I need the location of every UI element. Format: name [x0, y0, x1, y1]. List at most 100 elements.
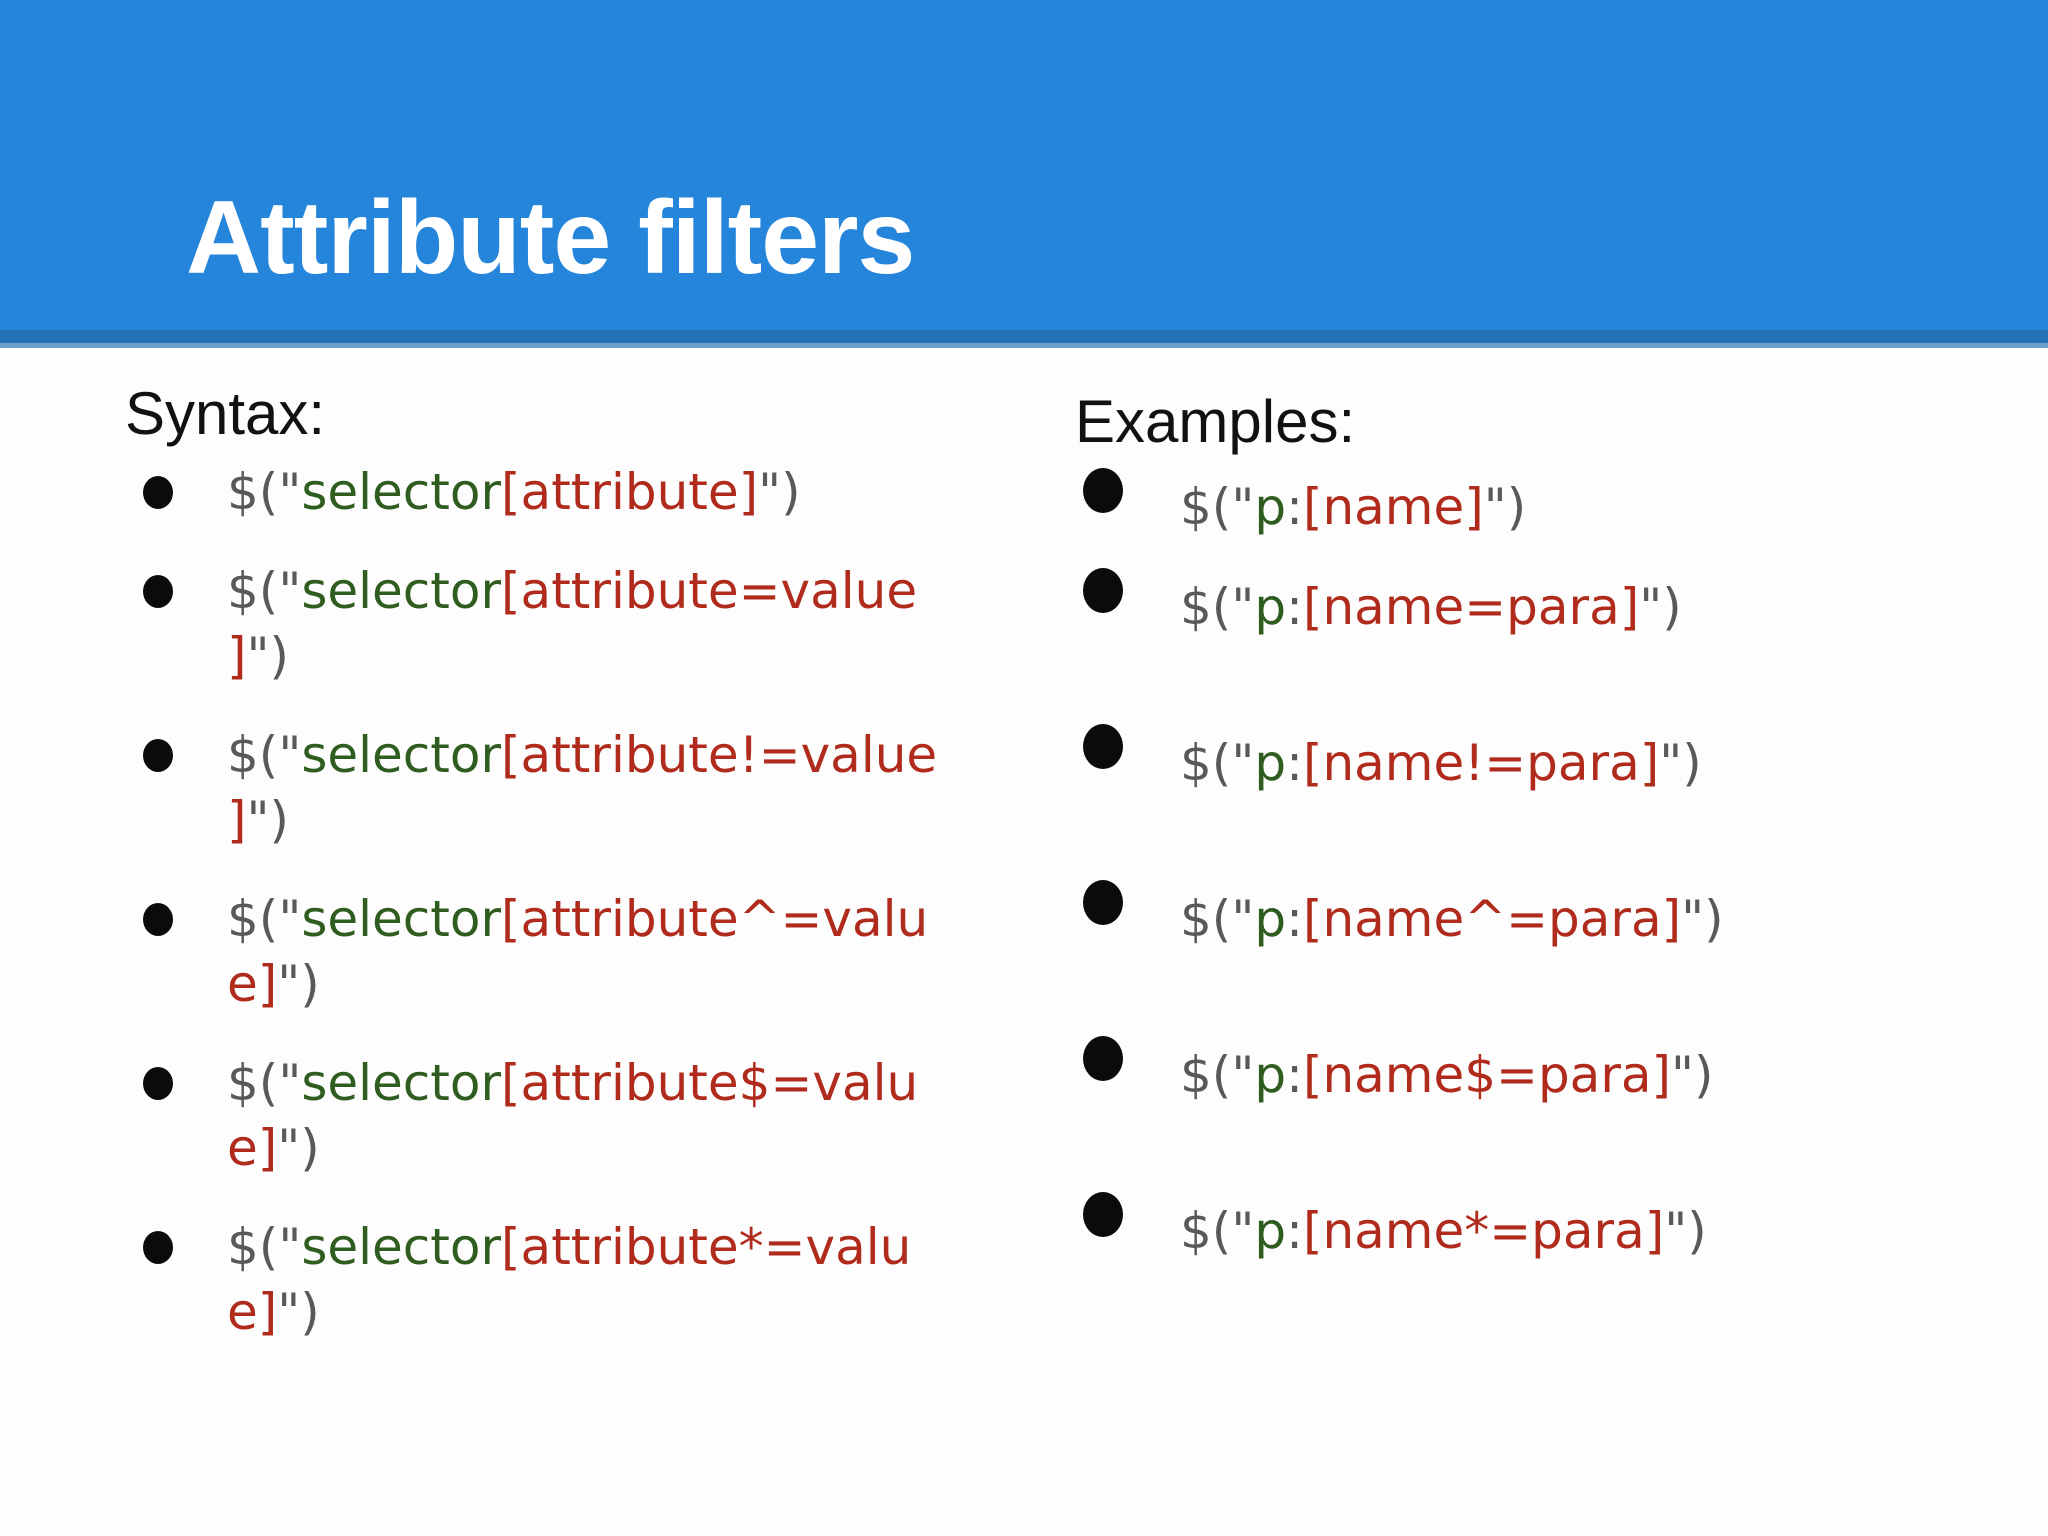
- code-segment: "): [246, 791, 290, 849]
- code-line: ]"): [227, 624, 985, 689]
- code-line: $("selector[attribute^=valu: [227, 887, 985, 952]
- code-segment: p: [1254, 1046, 1287, 1104]
- code-line: $("p:[name*=para]"): [1180, 1194, 1835, 1268]
- bullet-dot: [143, 476, 173, 509]
- code-segment: $(": [1180, 578, 1255, 636]
- code-segment: p: [1254, 1202, 1287, 1260]
- code-segment: selector: [301, 1218, 502, 1276]
- bullet-dot: [1083, 724, 1123, 769]
- bullet-dot: [143, 1067, 173, 1100]
- example-item: $("p:[name]"): [1075, 468, 1835, 544]
- code-segment: $(": [1180, 1046, 1255, 1104]
- example-item: $("p:[name$=para]"): [1075, 1036, 1835, 1112]
- bullet-dot: [143, 739, 173, 772]
- code-segment: $(": [1180, 734, 1255, 792]
- code-segment: p: [1254, 734, 1287, 792]
- code-segment: [name=para]: [1302, 578, 1640, 636]
- code-segment: :: [1286, 734, 1303, 792]
- code-segment: "): [246, 627, 290, 685]
- syntax-item: $("selector[attribute=value]"): [125, 559, 985, 689]
- code-segment: "): [1671, 1046, 1714, 1104]
- code-segment: p: [1254, 578, 1287, 636]
- examples-list: $("p:[name]")$("p:[name=para]")$("p:[nam…: [1075, 468, 1835, 1268]
- code-segment: [attribute^=valu: [501, 890, 929, 948]
- code-segment: e]: [227, 955, 278, 1013]
- code-segment: [name!=para]: [1302, 734, 1660, 792]
- syntax-list: $("selector[attribute]")$("selector[attr…: [125, 460, 985, 1345]
- code-segment: selector: [301, 1054, 502, 1112]
- code-line: $("selector[attribute=value: [227, 559, 985, 624]
- code-line: ]"): [227, 788, 985, 853]
- code-segment: "): [1639, 578, 1682, 636]
- code-segment: selector: [301, 562, 502, 620]
- code-line: $("selector[attribute$=valu: [227, 1051, 985, 1116]
- code-segment: [attribute$=valu: [501, 1054, 919, 1112]
- code-segment: "): [1681, 890, 1724, 948]
- code-segment: "): [277, 1283, 320, 1341]
- code-segment: $(": [227, 562, 302, 620]
- code-segment: :: [1286, 1202, 1303, 1260]
- examples-heading: Examples:: [1075, 388, 1356, 455]
- example-item: $("p:[name!=para]"): [1075, 724, 1835, 800]
- syntax-item: $("selector[attribute]"): [125, 460, 985, 525]
- code-segment: "): [277, 955, 320, 1013]
- example-item: $("p:[name*=para]"): [1075, 1192, 1835, 1268]
- code-line: $("selector[attribute!=value: [227, 723, 985, 788]
- code-segment: $(": [1180, 478, 1255, 536]
- code-line: e]"): [227, 1116, 985, 1181]
- code-line: $("p:[name$=para]"): [1180, 1038, 1835, 1112]
- code-segment: "): [277, 1119, 320, 1177]
- header-bar: Attribute filters: [0, 0, 2048, 330]
- code-segment: [name*=para]: [1302, 1202, 1665, 1260]
- bullet-dot: [1083, 880, 1123, 925]
- code-segment: $(": [227, 1054, 302, 1112]
- code-segment: [attribute*=valu: [501, 1218, 912, 1276]
- code-segment: $(": [227, 726, 302, 784]
- code-segment: ]: [227, 627, 247, 685]
- code-line: e]"): [227, 952, 985, 1017]
- code-segment: :: [1286, 890, 1303, 948]
- header-accent-strip: [0, 330, 2048, 343]
- code-segment: $(": [227, 1218, 302, 1276]
- code-segment: $(": [1180, 890, 1255, 948]
- syntax-item: $("selector[attribute!=value]"): [125, 723, 985, 853]
- bullet-dot: [143, 575, 173, 608]
- code-segment: p: [1254, 478, 1287, 536]
- bullet-dot: [1083, 1036, 1123, 1081]
- slide-title: Attribute filters: [186, 180, 915, 296]
- bullet-dot: [143, 903, 173, 936]
- code-segment: :: [1286, 578, 1303, 636]
- code-segment: selector: [301, 463, 502, 521]
- code-segment: :: [1286, 478, 1303, 536]
- example-item: $("p:[name^=para]"): [1075, 880, 1835, 956]
- code-segment: $(": [1180, 1202, 1255, 1260]
- syntax-heading: Syntax:: [125, 380, 326, 447]
- bullet-dot: [1083, 568, 1123, 613]
- code-segment: $(": [227, 463, 302, 521]
- code-segment: selector: [301, 726, 502, 784]
- code-segment: selector: [301, 890, 502, 948]
- code-segment: :: [1286, 1046, 1303, 1104]
- code-line: $("selector[attribute]"): [227, 460, 985, 525]
- example-item: $("p:[name=para]"): [1075, 568, 1835, 644]
- code-segment: "): [758, 463, 801, 521]
- code-line: $("selector[attribute*=valu: [227, 1215, 985, 1280]
- code-segment: [attribute=value: [501, 562, 918, 620]
- code-line: $("p:[name]"): [1180, 470, 1835, 544]
- code-line: e]"): [227, 1280, 985, 1345]
- examples-section: Examples: $("p:[name]")$("p:[name=para]"…: [1075, 390, 1835, 1350]
- syntax-section: Syntax: $("selector[attribute]")$("selec…: [125, 382, 985, 1379]
- code-segment: "): [1664, 1202, 1707, 1260]
- code-line: $("p:[name=para]"): [1180, 570, 1835, 644]
- bullet-dot: [1083, 468, 1123, 513]
- code-segment: [attribute]: [501, 463, 759, 521]
- code-segment: "): [1659, 734, 1702, 792]
- code-segment: [attribute!=value: [501, 726, 938, 784]
- bullet-dot: [1083, 1192, 1123, 1237]
- bullet-dot: [143, 1231, 173, 1264]
- code-segment: [name^=para]: [1302, 890, 1682, 948]
